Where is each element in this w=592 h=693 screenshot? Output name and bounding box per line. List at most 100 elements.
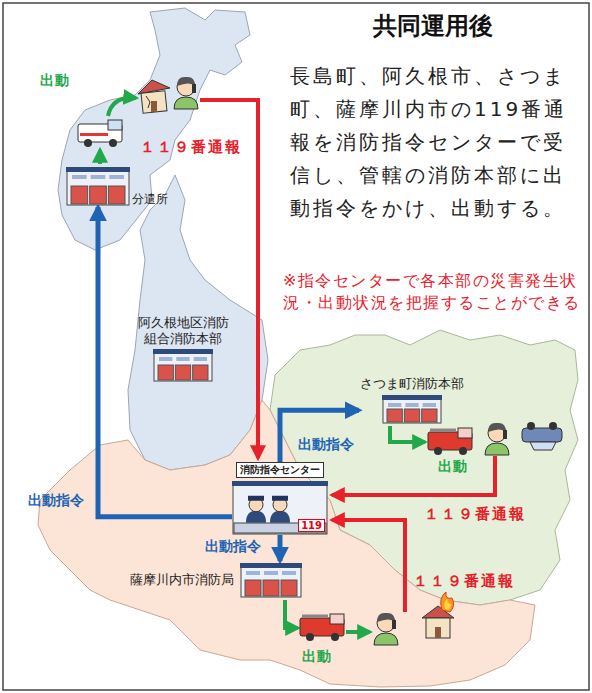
building-icon [382,394,442,424]
window [194,357,207,361]
edge-label: 出動指令 [28,492,84,510]
caller-person [374,613,398,645]
frame [3,3,589,690]
dispatch-arrow [108,98,136,116]
person-body [485,443,509,455]
report-label: １１９番通報 [413,572,515,591]
station-name: 阿久根地区消防組合消防本部 [135,315,231,346]
window [405,403,418,407]
station-node: 分遣所 [66,166,168,206]
operator-body [270,511,290,523]
dispatch-label: 出動 [40,72,70,90]
edge-label: 出動指令 [205,538,261,556]
operator-cap [272,496,288,501]
building-roof [153,349,213,354]
report-label: １１９番通報 [424,505,526,524]
station-building [382,394,442,424]
garage-door [245,580,261,596]
station-building [153,348,213,382]
dispatch-order-arrow [280,410,359,462]
ladder [430,429,456,432]
building-roof [382,395,442,400]
phone [192,84,196,93]
person-body [374,633,398,645]
caller-person [485,423,509,455]
report-arrow [332,520,405,612]
station-building: 119 [232,480,328,535]
operator-figure [246,496,266,523]
station-building [66,166,130,206]
ladder [302,615,328,618]
dispatch-order-arrow [98,207,232,517]
stripe [80,133,108,136]
ambulance [78,120,122,147]
vehicle-cab [458,428,472,438]
dispatch-arrow [98,150,102,164]
window [423,403,436,407]
window [264,571,278,575]
building-icon [153,348,213,382]
station-node: 阿久根地区消防組合消防本部 [135,315,231,382]
burning-house [422,592,454,638]
crack [146,96,150,108]
person-body [174,97,198,109]
building-body [154,353,212,381]
building-body [233,485,327,534]
window [109,175,124,179]
note: ※指令センターで各本部の災害発生状況・出動状況を把握することができる [283,270,585,313]
operator-body [246,511,266,523]
wheel [549,422,557,430]
house-wall [426,618,450,638]
garage-door [175,365,190,380]
station-node: さつま町消防本部 [360,376,464,424]
flame [444,599,451,610]
garage-door [404,409,419,422]
akune-region [128,175,268,470]
garage-door [108,186,125,204]
building-roof [240,563,302,568]
edge-label: 出動指令 [298,436,354,454]
garage-door [281,580,297,596]
house-door [151,101,157,112]
car-body [522,428,562,442]
station-name: 消防指令センター [236,462,324,478]
window [388,403,401,407]
garage-door [263,580,279,596]
satsumasendai-region [38,400,535,687]
garage-door [71,186,88,204]
phone [392,620,396,629]
building-icon [240,562,302,598]
wheel [109,139,117,147]
garage-door [422,409,437,422]
dispatch-label: 出動 [302,648,332,666]
window [91,175,106,179]
wheel [434,447,442,455]
wheel [459,447,467,455]
dispatch-arrow [346,630,370,634]
dispatch-arrow [285,600,298,628]
diagram-title: 共同運用後 [338,10,528,42]
station-node: 薩摩川内市消防局 [130,562,302,598]
car-top [530,442,556,450]
wheel [306,633,314,641]
window [282,571,296,575]
description: 長島町、阿久根市、さつま町、薩摩川内市の119番通報を消防指令センターで受信し、… [290,60,586,225]
fire-truck [428,428,472,455]
overturned-car [522,422,562,450]
wheel [527,422,535,430]
house-wall [141,91,167,113]
building-body [241,567,301,597]
operator-cap [248,496,264,501]
damaged-house [138,80,170,113]
building-body [383,399,441,423]
flame [441,592,454,612]
garage-door [158,365,173,380]
report-label: １１９番通報 [140,138,242,157]
caller-person [174,77,198,109]
fire-truck [300,614,344,641]
dispatch-label: 出動 [438,458,468,476]
hotline-sign: 119 [298,519,325,532]
window [159,357,172,361]
garage-door [90,186,107,204]
